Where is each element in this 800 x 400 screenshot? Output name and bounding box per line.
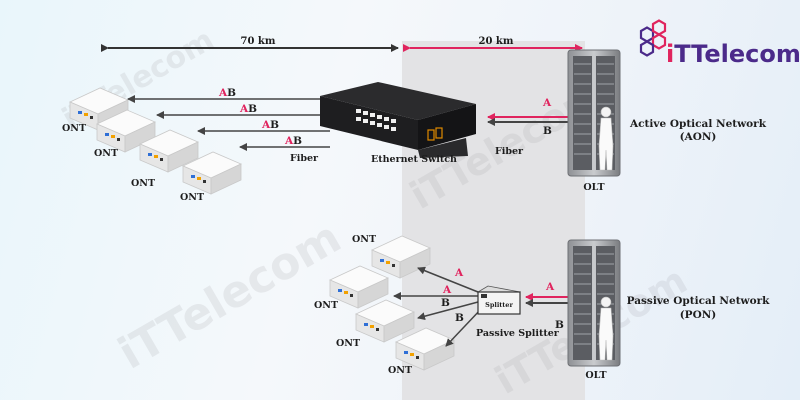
signal-ab-label: AB: [239, 103, 257, 115]
signal-a-label: A: [542, 97, 552, 109]
pon-title: Passive Optical Network: [627, 295, 771, 307]
olt-rack-pon: [567, 239, 621, 367]
ont-label: ONT: [388, 365, 412, 376]
signal-ab-label: AB: [261, 119, 279, 131]
ont-device-pon-2: [329, 265, 389, 309]
signal-a-label: A: [545, 281, 555, 293]
ont-label: ONT: [352, 234, 376, 245]
signal-a-label: A: [454, 267, 464, 279]
ont-label: ONT: [336, 338, 360, 349]
olt-label-aon: OLT: [583, 182, 604, 193]
ont-label: ONT: [180, 192, 204, 203]
fiber-label: Fiber: [495, 146, 524, 157]
aon-title: Active Optical Network: [629, 118, 767, 130]
signal-b-label: B: [455, 312, 464, 324]
ethernet-switch-label: Ethernet Switch: [371, 154, 457, 165]
splitter-box-label: Splitter: [485, 301, 513, 309]
fiber-line: [417, 266, 479, 293]
passive-splitter-label: Passive Splitter: [476, 328, 560, 339]
olt-label-pon: OLT: [585, 370, 606, 381]
fiber-label: Fiber: [290, 153, 319, 164]
olt-rack-aon: [567, 49, 621, 177]
ont-device-pon-3: [355, 299, 415, 343]
ont-label: ONT: [62, 123, 86, 134]
distance-label-70km: 70 km: [241, 36, 276, 47]
signal-b-label: B: [441, 297, 450, 309]
ethernet-switch-device: [320, 82, 476, 158]
watermark-text: iTTelecom: [110, 212, 350, 380]
signal-b-label: B: [543, 125, 552, 137]
ont-device-pon-4: [395, 327, 455, 371]
ont-device-pon-1: [371, 235, 431, 279]
passive-splitter-device: [476, 285, 522, 315]
distance-label-20km: 20 km: [479, 36, 514, 47]
signal-ab-label: AB: [284, 135, 302, 147]
ont-label: ONT: [131, 178, 155, 189]
signal-b-label: B: [555, 319, 564, 331]
logo-hexagon-icon: [639, 19, 667, 57]
brand-logo-text: iTTelecom: [666, 40, 800, 68]
aon-subtitle: (AON): [680, 131, 717, 143]
brand-logo: iTTelecom: [639, 19, 800, 68]
pon-subtitle: (PON): [680, 309, 717, 321]
fiber-line: [417, 301, 479, 321]
ont-label: ONT: [314, 300, 338, 311]
signal-a-label: AB: [218, 87, 236, 99]
fiber-line: [445, 307, 483, 347]
signal-a-label: A: [442, 284, 452, 296]
ont-label: ONT: [94, 148, 118, 159]
